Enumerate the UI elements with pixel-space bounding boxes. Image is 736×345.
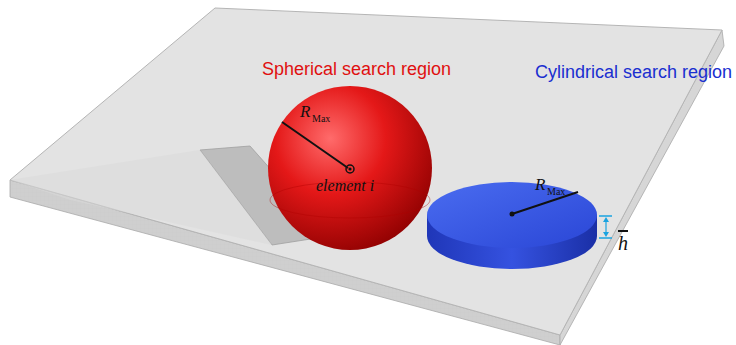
thickness-symbol: h bbox=[618, 231, 628, 253]
radius-symbol: R bbox=[300, 103, 310, 120]
radius-subscript: Max bbox=[312, 114, 330, 124]
radius-subscript: Max bbox=[547, 187, 565, 197]
radius-symbol: R bbox=[535, 176, 545, 193]
element-label: element i bbox=[316, 178, 374, 194]
region-title: Spherical search region bbox=[262, 60, 451, 78]
region-title: Cylindrical search region bbox=[535, 63, 732, 81]
